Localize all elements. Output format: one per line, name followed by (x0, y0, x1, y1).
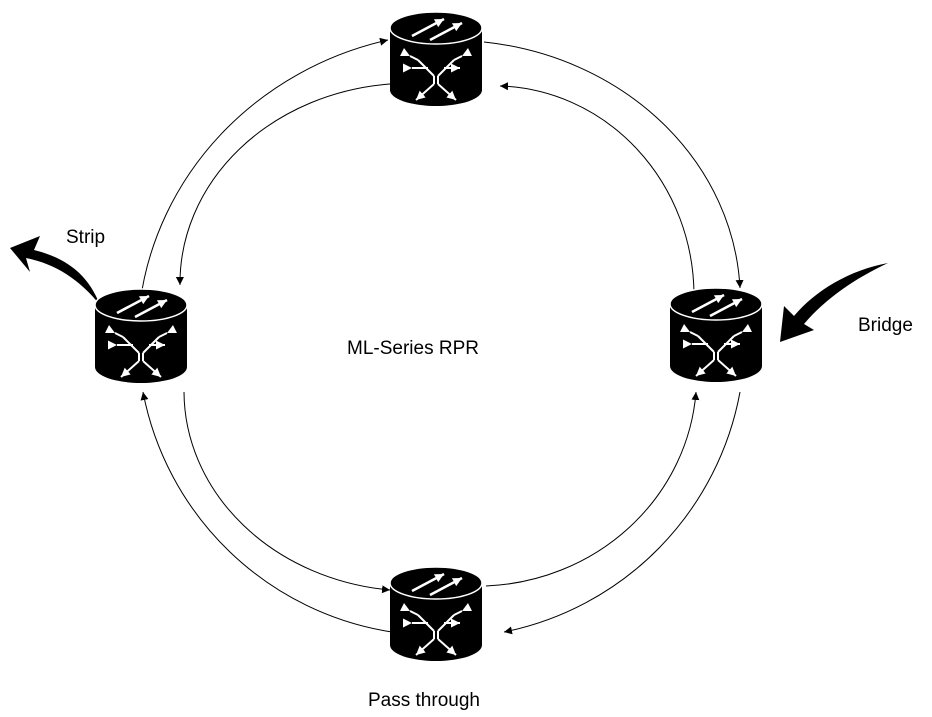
ring-arc-bottom-to-right (485, 391, 700, 587)
ring-arc-top-to-right (483, 41, 744, 289)
ring-arc-right-to-bottom (503, 391, 741, 635)
pass-through-label: Pass through (368, 690, 480, 711)
ring-title: ML-Series RPR (347, 338, 479, 359)
router-icon-top (390, 12, 482, 106)
ring-arc-bottom-to-left (140, 391, 393, 633)
router-icon-bottom (390, 567, 482, 661)
strip-label: Strip (66, 227, 106, 248)
inner-ring (175, 82, 700, 594)
bridge-label: Bridge (858, 315, 913, 336)
ring-arc-left-to-top (139, 37, 389, 304)
ring-arc-left-to-bottom (183, 391, 391, 594)
router-icon-left (95, 289, 187, 383)
ring-arc-right-to-top (499, 82, 695, 295)
bridge-arrow (780, 263, 888, 342)
router-icon-right (670, 288, 762, 382)
outer-ring (139, 37, 744, 635)
strip-arrow (10, 236, 100, 305)
ring-arc-top-to-left (175, 83, 391, 286)
